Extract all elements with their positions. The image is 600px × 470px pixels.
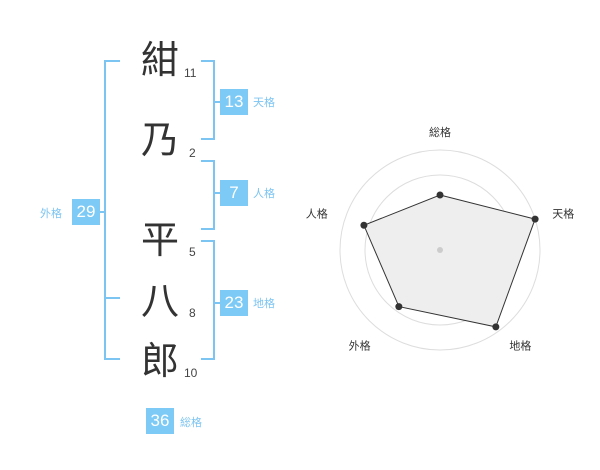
gaikaku-bracket-top — [104, 60, 120, 62]
chikaku-bracket-vertical — [213, 240, 215, 360]
chikaku-bracket-top — [201, 240, 215, 242]
radar-point-1 — [531, 215, 539, 223]
soukaku-label: 総格 — [180, 416, 202, 429]
radar-axis-label-3: 外格 — [349, 338, 371, 352]
jinkaku-badge: 7 — [220, 180, 248, 206]
name-char-5: 郎 — [140, 339, 179, 383]
gaikaku-bracket-middle — [104, 297, 120, 299]
stroke-count-3: 5 — [189, 245, 196, 259]
chikaku-bracket-bottom — [201, 358, 215, 360]
radar-point-2 — [492, 323, 500, 331]
gaikaku-bracket-vertical — [104, 60, 106, 360]
radar-ring-4 — [339, 149, 541, 351]
stroke-count-4: 8 — [189, 306, 196, 320]
stroke-count-2: 2 — [189, 146, 196, 160]
jinkaku-bracket-connector — [213, 192, 221, 194]
tenkaku-bracket-top — [201, 60, 215, 62]
gaikaku-bracket-bottom — [104, 358, 120, 360]
radar-data-points — [360, 191, 539, 331]
jinkaku-bracket-top — [201, 160, 215, 162]
radar-data-area — [363, 194, 536, 328]
radar-point-3 — [395, 303, 403, 311]
radar-point-4 — [360, 221, 368, 229]
name-char-2: 乃 — [140, 118, 179, 162]
chikaku-label: 地格 — [253, 297, 275, 310]
gaikaku-label: 外格 — [40, 207, 62, 220]
jinkaku-bracket-vertical — [213, 160, 215, 230]
name-char-4: 八 — [140, 279, 179, 323]
radar-axis-label-1: 天格 — [552, 207, 574, 221]
soukaku-badge: 36 — [146, 408, 174, 434]
tenkaku-bracket-vertical — [213, 60, 215, 140]
name-char-1: 紺 — [140, 38, 179, 82]
tenkaku-label: 天格 — [253, 96, 275, 109]
radar-center-dot — [437, 247, 443, 253]
chikaku-bracket-connector — [213, 302, 221, 304]
radar-point-0 — [436, 191, 444, 199]
chikaku-badge: 23 — [220, 290, 248, 316]
radar-axis-label-0: 総格 — [429, 125, 451, 139]
stroke-count-1: 11 — [184, 66, 197, 80]
gaikaku-bracket-connector — [98, 211, 106, 213]
name-char-3: 平 — [140, 218, 179, 262]
jinkaku-label: 人格 — [253, 187, 275, 200]
tenkaku-bracket-bottom — [201, 138, 215, 140]
radar-axis-label-4: 人格 — [306, 207, 328, 221]
tenkaku-bracket-connector — [213, 101, 221, 103]
jinkaku-bracket-bottom — [201, 228, 215, 230]
radar-axis-label-2: 地格 — [509, 338, 531, 352]
gaikaku-badge: 29 — [72, 199, 100, 225]
tenkaku-badge: 13 — [220, 89, 248, 115]
stroke-count-5: 10 — [184, 366, 198, 380]
